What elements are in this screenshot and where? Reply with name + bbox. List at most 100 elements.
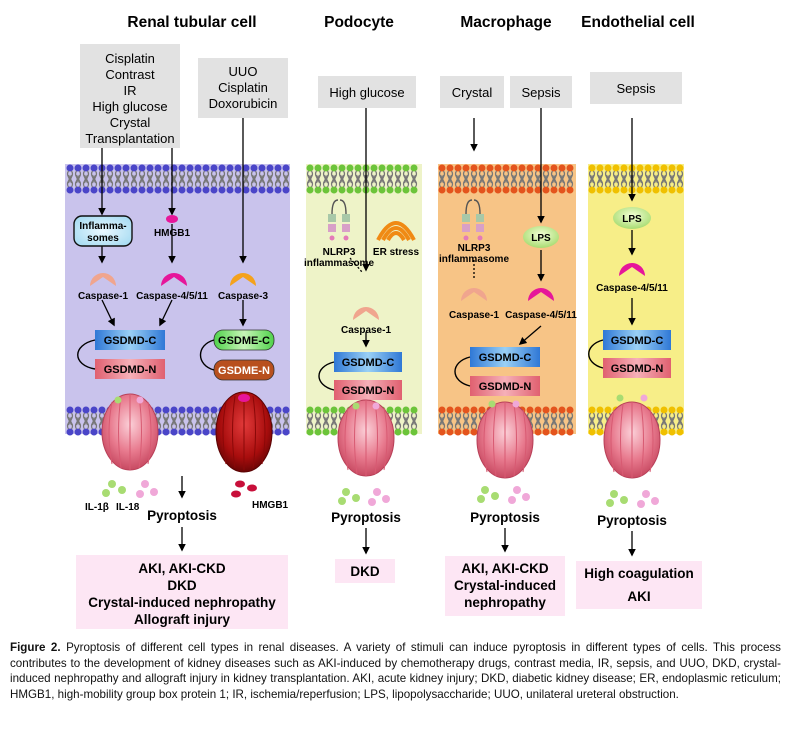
renal-stimulus-a-4: High glucose: [92, 99, 167, 114]
renal-pyroptosis: Pyroptosis: [147, 508, 217, 523]
endothelial-outcome-box: [576, 561, 702, 609]
endothelial-stimulus: Sepsis: [616, 81, 656, 96]
renal-gsdme-c-label: GSDME-C: [218, 335, 270, 347]
pathway-arrows: [98, 108, 636, 557]
renal-stimulus-b-1: UUO: [229, 64, 258, 79]
renal-outcome-3: Crystal-induced nephropathy: [88, 595, 276, 610]
macrophage-pyroptosis: Pyroptosis: [470, 510, 540, 525]
podocyte-caspase1-label: Caspase-1: [341, 325, 391, 336]
renal-caspase4511-label: Caspase-4/5/11: [136, 291, 208, 302]
podocyte-caspase1-icon: [353, 307, 379, 320]
macrophage-caspase4511-label: Caspase-4/5/11: [505, 310, 577, 321]
renal-caspase3-label: Caspase-3: [218, 291, 268, 302]
renal-caspase3-icon: [230, 273, 256, 286]
endothelial-gsdmd-linker: [588, 339, 604, 369]
podocyte-nlrp3-icon: [328, 199, 350, 241]
renal-outcome-2: DKD: [167, 578, 196, 593]
renal-gsdme-linker: [199, 339, 215, 371]
macrophage-stimulus-a: Crystal: [452, 85, 493, 100]
renal-stimulus-a-box: [80, 44, 180, 148]
endothelial-cell-bg: [588, 164, 684, 434]
renal-stimulus-a-2: Contrast: [105, 67, 155, 82]
podocyte-gsdmd-n: [334, 380, 402, 400]
renal-gsdmd-c-label: GSDMD-C: [104, 335, 157, 347]
renal-stimulus-a-6: Transplantation: [85, 131, 174, 146]
endothelial-gsdmd-n: [603, 358, 671, 378]
macrophage-stimulus-b: Sepsis: [521, 85, 561, 100]
renal-gsdmd-c: [95, 330, 165, 350]
renal-gsdmd-linker: [77, 339, 96, 370]
figure-caption: Figure 2. Pyroptosis of different cell t…: [10, 640, 781, 702]
endothelial-gsdmd-c: [603, 330, 671, 350]
renal-stimulus-b-box: [198, 58, 288, 118]
podocyte-pyroptosis: Pyroptosis: [331, 510, 401, 525]
macrophage-lps-node: [523, 226, 559, 248]
renal-stimulus-b-2: Cisplatin: [218, 80, 268, 95]
renal-stimulus-b-3: Doxorubicin: [209, 96, 278, 111]
endothelial-outcome-2: AKI: [627, 589, 650, 604]
er-stress-label: ER stress: [373, 247, 420, 258]
renal-gsdme-pore: [215, 391, 273, 473]
il18-label: IL-18: [116, 502, 140, 513]
macrophage-gsdmd-c-label: GSDMD-C: [479, 352, 532, 364]
macrophage-caspase1-icon: [461, 288, 487, 301]
macrophage-caspase4511-icon: [528, 288, 554, 301]
renal-caspase1-label: Caspase-1: [78, 291, 128, 302]
podocyte-nlrp3-label-2: inflammasome: [304, 258, 374, 269]
er-stress-icon: [376, 221, 416, 242]
renal-outcome-4: Allograft injury: [134, 612, 230, 627]
endothelial-lps-label: LPS: [622, 214, 642, 225]
macrophage-title: Macrophage: [460, 14, 552, 31]
inflammasomes-label-1: Inflamma-: [79, 221, 126, 232]
podocyte-outcome-1: DKD: [350, 564, 379, 579]
podocyte-stimulus: High glucose: [329, 85, 404, 100]
endothelial-gsdmd-pore: [603, 401, 661, 479]
macrophage-gsdmd-c: [470, 347, 540, 367]
macrophage-outcome-box: [445, 556, 565, 616]
macrophage-gsdmd-n-label: GSDMD-N: [479, 381, 532, 393]
renal-stimulus-a-5: Crystal: [110, 115, 151, 130]
macrophage-gsdmd-linker: [454, 356, 471, 387]
endothelial-gsdmd-c-label: GSDMD-C: [611, 335, 664, 347]
endothelial-gsdmd-n-label: GSDMD-N: [611, 363, 664, 375]
podocyte-gsdmd-c-label: GSDMD-C: [342, 357, 395, 369]
renal-gsdme-n-label: GSDME-N: [218, 365, 270, 377]
endothelial-lps-node: [613, 207, 651, 229]
macrophage-outcome-2: Crystal-induced: [454, 578, 556, 593]
renal-stimulus-a-1: Cisplatin: [105, 51, 155, 66]
endothelial-pyroptosis: Pyroptosis: [597, 513, 667, 528]
hmgb1-in-node: [166, 215, 178, 223]
macrophage-outcome-3: nephropathy: [464, 595, 546, 610]
macrophage-stimulus-a-box: [440, 76, 504, 108]
podocyte-gsdmd-n-label: GSDMD-N: [342, 385, 395, 397]
podocyte-stimulus-box: [318, 76, 416, 108]
podocyte-gsdmd-pore: [337, 399, 395, 477]
caption-label: Figure 2.: [10, 641, 61, 654]
renal-gsdmd-n: [95, 359, 165, 379]
macrophage-lps-label: LPS: [531, 233, 551, 244]
renal-title: Renal tubular cell: [127, 14, 256, 31]
hmgb1-out-label: HMGB1: [252, 500, 289, 511]
inflammasomes-node: [73, 215, 133, 247]
endothelial-stimulus-box: [590, 72, 682, 104]
renal-gsdmd-pore: [101, 393, 159, 471]
pyroptosis-diagram: Renal tubular cell Podocyte Macrophage E…: [65, 14, 702, 629]
endothelial-outcome-1: High coagulation: [584, 566, 694, 581]
macrophage-outcome-1: AKI, AKI-CKD: [461, 561, 548, 576]
renal-gsdmd-n-label: GSDMD-N: [104, 364, 157, 376]
cytokine-particles: [102, 394, 659, 508]
dashed-arrows: [349, 257, 475, 278]
renal-stimulus-a-3: IR: [124, 83, 137, 98]
renal-caspase1-icon: [90, 273, 116, 286]
endothelial-caspase4511-icon: [619, 263, 645, 276]
macrophage-nlrp3-icon: [462, 199, 484, 241]
podocyte-outcome-box: [335, 559, 395, 583]
inflammasomes-label-2: somes: [87, 233, 119, 244]
hmgb1-in-label: HMGB1: [154, 228, 191, 239]
podocyte-gsdmd-linker: [318, 361, 335, 391]
macrophage-gsdmd-n: [470, 376, 540, 396]
podocyte-gsdmd-c: [334, 352, 402, 372]
endothelial-caspase4511-label: Caspase-4/5/11: [596, 283, 668, 294]
macrophage-gsdmd-pore: [476, 401, 534, 479]
caption-text: Pyroptosis of different cell types in re…: [10, 641, 781, 701]
